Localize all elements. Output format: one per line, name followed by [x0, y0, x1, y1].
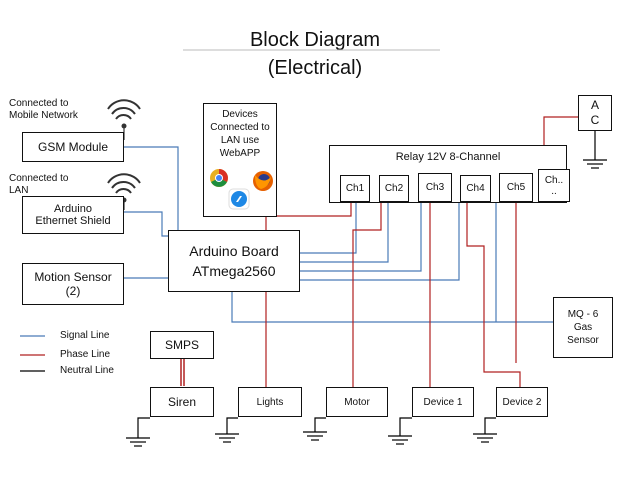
- ac-label-1: A: [590, 98, 599, 112]
- lan-devices-label-1: Devices: [222, 109, 258, 120]
- legend-phase-label: Phase Line: [60, 349, 111, 360]
- chrome-icon: [210, 169, 228, 187]
- ethernet-shield-label-2: Ethernet Shield: [35, 215, 111, 227]
- phase-ac: [543, 116, 585, 145]
- lights-label: Lights: [256, 396, 284, 408]
- ground-icon-device2: [473, 417, 497, 443]
- ground-icon-siren: [126, 417, 150, 447]
- lan-devices-label-3: LAN use: [220, 135, 260, 146]
- arduino-board-label-2: ATmega2560: [192, 263, 276, 279]
- relay-label: Relay 12V 8-Channel: [395, 151, 501, 163]
- gas-sensor-block: MQ - 6 Gas Sensor: [553, 297, 613, 358]
- signal-ch2: [300, 202, 389, 263]
- signal-ch3: [300, 202, 422, 272]
- label-mobile-network-2: Mobile Network: [9, 110, 78, 121]
- relay-channel-more: Ch.. ..: [538, 169, 570, 202]
- motor-label: Motor: [344, 396, 370, 408]
- gsm-module-block: GSM Module: [22, 132, 124, 162]
- ethernet-shield-label-1: Arduino: [54, 203, 92, 215]
- device2-label: Device 2: [502, 396, 542, 408]
- signal-ethernet: [124, 211, 168, 237]
- browser-icons: [210, 169, 273, 210]
- channel-label-more: Ch.. ..: [544, 174, 564, 197]
- diagram-title: Block Diagram: [249, 29, 381, 51]
- legend-signal-label: Signal Line: [60, 330, 110, 341]
- lan-devices-label-2: Connected to: [210, 122, 270, 133]
- ground-icon-ac: [583, 159, 607, 169]
- motion-sensor-label-1: Motion Sensor: [34, 270, 112, 284]
- relay-channel-3: Ch3: [418, 173, 452, 202]
- siren-block: Siren: [150, 387, 214, 417]
- ac-block: A C: [578, 95, 612, 131]
- phase-ch2-motor: [352, 202, 382, 387]
- wifi-icon-gsm: [107, 99, 141, 140]
- label-lan-1: Connected to: [9, 173, 69, 184]
- phase-lines: [20, 116, 585, 387]
- channel-label-4: Ch4: [466, 183, 485, 194]
- lan-devices-label-4: WebAPP: [219, 148, 261, 159]
- ethernet-shield-block: Arduino Ethernet Shield: [22, 196, 124, 234]
- ground-icons: [126, 159, 607, 447]
- gas-sensor-label-2: Gas: [573, 322, 593, 333]
- label-mobile-network-1: Connected to: [9, 98, 69, 109]
- label-lan-2: LAN: [9, 185, 29, 196]
- channel-label-3: Ch3: [425, 182, 445, 193]
- gas-sensor-label-3: Sensor: [567, 335, 599, 346]
- relay-channel-2: Ch2: [379, 175, 409, 202]
- gsm-module-label: GSM Module: [37, 140, 109, 154]
- signal-lines: [20, 146, 553, 337]
- smps-block: SMPS: [150, 331, 214, 359]
- arduino-board-label-1: Arduino Board: [189, 243, 279, 259]
- motor-block: Motor: [326, 387, 388, 417]
- smps-label: SMPS: [164, 338, 199, 352]
- diagram-subtitle: (Electrical): [267, 57, 363, 79]
- arduino-board-block: Arduino Board ATmega2560: [168, 230, 300, 292]
- signal-ch1: [300, 202, 357, 254]
- neutral-lines: [20, 130, 596, 372]
- firefox-icon: [253, 171, 273, 191]
- ground-icon-lights: [215, 417, 239, 443]
- signal-gsm: [123, 146, 179, 233]
- safari-icon: [228, 188, 250, 210]
- relay-channel-5: Ch5: [499, 173, 533, 202]
- device1-label: Device 1: [423, 396, 463, 408]
- relay-channel-1: Ch1: [340, 175, 370, 202]
- phase-ch1-lights: [265, 202, 352, 387]
- ground-icon-motor: [303, 417, 327, 441]
- channel-label-2: Ch2: [384, 183, 404, 194]
- lights-block: Lights: [238, 387, 302, 417]
- device2-block: Device 2: [496, 387, 548, 417]
- signal-ch4: [300, 202, 460, 281]
- relay-channel-4: Ch4: [460, 175, 491, 202]
- signal-mq6: [231, 291, 553, 323]
- motion-sensor-label-2: (2): [65, 284, 81, 298]
- gas-sensor-label-1: MQ - 6: [567, 309, 599, 320]
- legend-neutral-label: Neutral Line: [60, 365, 114, 376]
- channel-label-5: Ch5: [506, 182, 526, 193]
- ground-icon-device1: [388, 417, 412, 445]
- phase-ch4-device2: [466, 202, 521, 387]
- channel-label-1: Ch1: [345, 183, 365, 194]
- device1-block: Device 1: [412, 387, 474, 417]
- wifi-icon-ethernet: [107, 173, 141, 210]
- siren-label: Siren: [167, 395, 196, 409]
- ac-label-2: C: [590, 113, 600, 127]
- motion-sensor-block: Motion Sensor (2): [22, 263, 124, 305]
